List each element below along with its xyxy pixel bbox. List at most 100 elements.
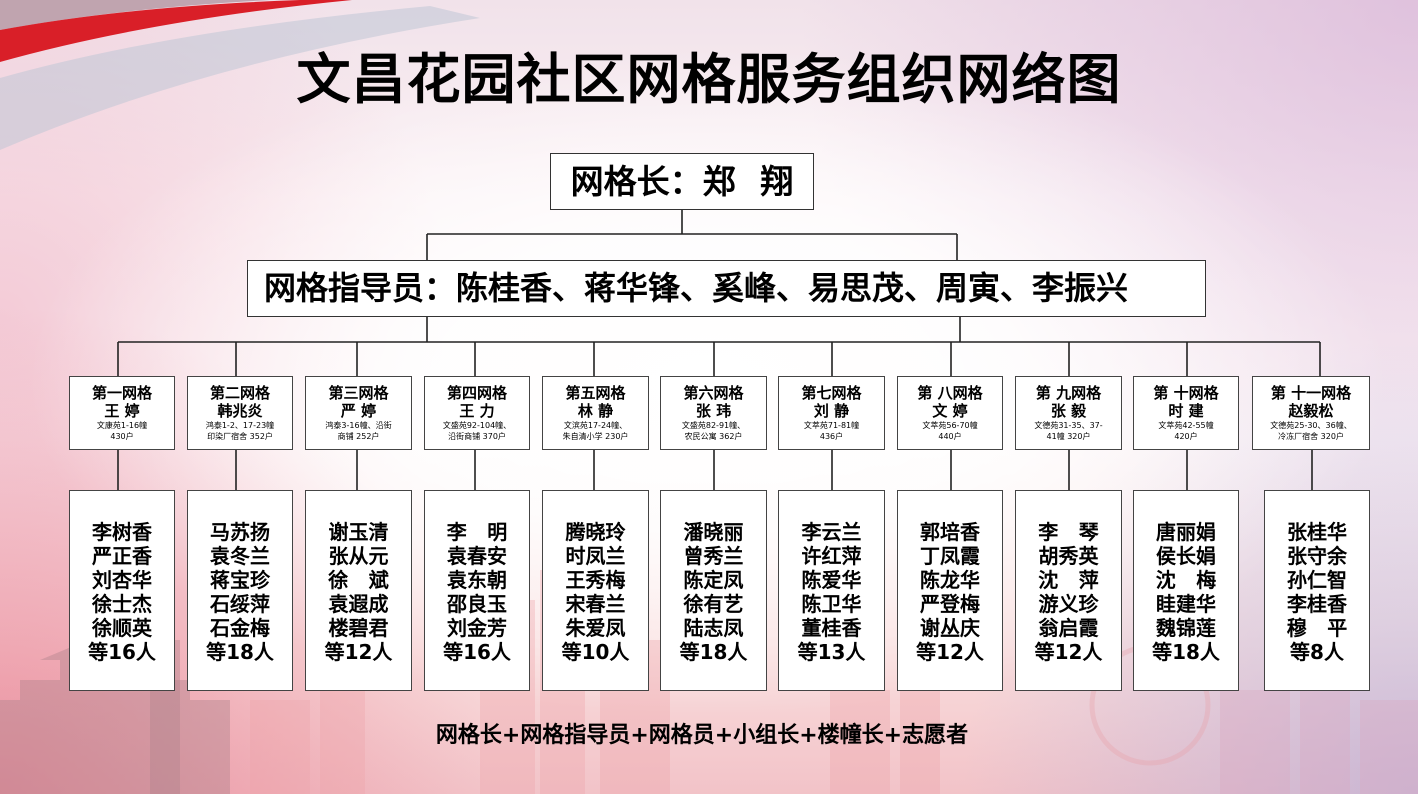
grid-box-6: 第六网格 张 玮 文盛苑82-91幢、 农民公寓 362户 bbox=[660, 376, 767, 450]
member-box-4: 李 明 袁春安 袁东朝 邵良玉 刘金芳 等16人 bbox=[424, 490, 530, 691]
grid-leader: 时 建 bbox=[1168, 402, 1204, 420]
grid-box-9: 第 九网格 张 毅 文德苑31-35、37- 41幢 320户 bbox=[1015, 376, 1122, 450]
member-count: 等12人 bbox=[916, 640, 984, 664]
grid-area-line: 文德苑31-35、37- bbox=[1034, 421, 1103, 430]
member-count: 等16人 bbox=[443, 640, 511, 664]
grid-area-line: 436户 bbox=[819, 432, 844, 441]
grid-area-line: 朱自清小学 230户 bbox=[562, 432, 629, 441]
grid-box-5: 第五网格 林 静 文滨苑17-24幢、 朱自清小学 230户 bbox=[542, 376, 649, 450]
member-name: 严正香 bbox=[92, 544, 152, 568]
grid-box-4: 第四网格 王 力 文盛苑92-104幢、 沿街商铺 370户 bbox=[424, 376, 530, 450]
grid-box-8: 第 八网格 文 婷 文萃苑56-70幢 440户 bbox=[897, 376, 1003, 450]
member-name: 石金梅 bbox=[210, 616, 270, 640]
grid-name: 第五网格 bbox=[565, 384, 626, 402]
grid-area-line: 440户 bbox=[938, 432, 962, 441]
grid-area-line: 文康苑1-16幢 bbox=[96, 421, 148, 430]
member-box-11: 张桂华 张守余 孙仁智 李桂香 穆 平 等8人 bbox=[1264, 490, 1370, 691]
building-silhouette bbox=[1220, 690, 1290, 794]
member-name: 李 明 bbox=[446, 520, 508, 544]
grid-leader: 张 玮 bbox=[695, 402, 732, 420]
member-name: 陆志凤 bbox=[683, 616, 744, 640]
grid-box-2: 第二网格 韩兆炎 鸿泰1-2、17-23幢 印染厂宿舍 352户 bbox=[187, 376, 293, 450]
member-box-2: 马苏扬 袁冬兰 蒋宝珍 石绥萍 石金梅 等18人 bbox=[187, 490, 293, 691]
member-count: 等8人 bbox=[1290, 640, 1344, 664]
member-box-1: 李树香 严正香 刘杏华 徐士杰 徐顺英 等16人 bbox=[69, 490, 175, 691]
member-count: 等13人 bbox=[797, 640, 866, 664]
member-box-3: 谢玉清 张从元 徐 斌 袁遐成 楼碧君 等12人 bbox=[305, 490, 412, 691]
grid-leader: 严 婷 bbox=[340, 402, 377, 420]
grid-instructors-label: 网格指导员： bbox=[264, 269, 457, 307]
member-name: 陈龙华 bbox=[920, 568, 980, 592]
grid-area-line: 鸿泰1-2、17-23幢 bbox=[205, 421, 275, 430]
member-count: 等16人 bbox=[88, 640, 156, 664]
member-name: 李云兰 bbox=[801, 520, 862, 544]
member-name: 袁春安 bbox=[447, 544, 507, 568]
member-name: 张守余 bbox=[1287, 544, 1347, 568]
member-name: 袁东朝 bbox=[447, 568, 507, 592]
building-silhouette bbox=[250, 700, 310, 794]
member-box-8: 郭培香 丁凤霞 陈龙华 严登梅 谢丛庆 等12人 bbox=[897, 490, 1003, 691]
grid-name: 第 十一网格 bbox=[1270, 384, 1352, 402]
grid-instructors-box: 网格指导员：陈桂香、蒋华锋、奚峰、易思茂、周寅、李振兴 bbox=[247, 260, 1206, 317]
member-name: 潘晓丽 bbox=[683, 520, 744, 544]
member-name: 邵良玉 bbox=[447, 592, 507, 616]
grid-name: 第三网格 bbox=[328, 384, 389, 402]
member-name: 丁凤霞 bbox=[920, 544, 980, 568]
grid-box-11: 第 十一网格 赵毅松 文德苑25-30、36幢、 冷冻厂宿舍 320户 bbox=[1252, 376, 1370, 450]
member-name: 徐 斌 bbox=[328, 568, 389, 592]
grid-leader: 刘 静 bbox=[813, 402, 850, 420]
member-name: 侯长娟 bbox=[1156, 544, 1216, 568]
member-box-5: 腾晓玲 时凤兰 王秀梅 宋春兰 朱爱凤 等10人 bbox=[542, 490, 649, 691]
member-name: 宋春兰 bbox=[565, 592, 626, 616]
member-name: 袁冬兰 bbox=[210, 544, 270, 568]
member-name: 董桂香 bbox=[801, 616, 862, 640]
grid-leader: 赵毅松 bbox=[1288, 402, 1334, 420]
grid-leader: 林 静 bbox=[577, 402, 614, 420]
member-name: 陈卫华 bbox=[801, 592, 862, 616]
member-name: 眭建华 bbox=[1156, 592, 1216, 616]
member-name: 游义珍 bbox=[1038, 592, 1099, 616]
member-name: 沈 梅 bbox=[1155, 568, 1217, 592]
member-count: 等12人 bbox=[324, 640, 393, 664]
grid-name: 第七网格 bbox=[801, 384, 862, 402]
member-box-7: 李云兰 许红萍 陈爱华 陈卫华 董桂香 等13人 bbox=[778, 490, 885, 691]
grid-area-line: 41幢 320户 bbox=[1046, 432, 1091, 441]
member-name: 李树香 bbox=[92, 520, 152, 544]
member-name: 陈爱华 bbox=[801, 568, 862, 592]
member-name: 李 琴 bbox=[1038, 520, 1099, 544]
member-name: 严登梅 bbox=[920, 592, 980, 616]
member-name: 谢玉清 bbox=[328, 520, 389, 544]
grid-area-line: 文萃苑42-55幢 bbox=[1158, 421, 1214, 430]
member-name: 郭培香 bbox=[920, 520, 980, 544]
grid-area-line: 沿街商铺 370户 bbox=[448, 432, 506, 441]
grey-ribbon bbox=[0, 6, 480, 150]
member-name: 张从元 bbox=[328, 544, 389, 568]
grid-leader: 张 毅 bbox=[1050, 402, 1087, 420]
member-name: 蒋宝珍 bbox=[210, 568, 270, 592]
gate-silhouette bbox=[0, 635, 230, 794]
grid-name: 第 八网格 bbox=[917, 384, 983, 402]
member-name: 魏锦莲 bbox=[1156, 616, 1216, 640]
member-name: 刘杏华 bbox=[92, 568, 152, 592]
member-box-9: 李 琴 胡秀英 沈 萍 游义珍 翁启霞 等12人 bbox=[1015, 490, 1122, 691]
member-name: 唐丽娟 bbox=[1156, 520, 1216, 544]
member-name: 许红萍 bbox=[801, 544, 862, 568]
member-name: 刘金芳 bbox=[447, 616, 507, 640]
grid-name: 第二网格 bbox=[209, 384, 270, 402]
member-name: 曾秀兰 bbox=[683, 544, 744, 568]
building-silhouette bbox=[1360, 700, 1418, 794]
member-name: 马苏扬 bbox=[210, 520, 270, 544]
member-name: 翁启霞 bbox=[1038, 616, 1099, 640]
member-name: 腾晓玲 bbox=[565, 520, 626, 544]
grid-leader: 韩兆炎 bbox=[217, 402, 263, 420]
grid-area-line: 文萃苑56-70幢 bbox=[922, 421, 978, 430]
grid-box-3: 第三网格 严 婷 鸿泰3-16幢、沿街 商铺 252户 bbox=[305, 376, 412, 450]
grid-area-line: 文盛苑82-91幢、 bbox=[681, 421, 746, 430]
grid-area-line: 420户 bbox=[1174, 432, 1198, 441]
grid-area-line: 农民公寓 362户 bbox=[684, 432, 743, 441]
grid-area-line: 文萃苑71-81幢 bbox=[803, 421, 860, 430]
grid-leader-name: 郑 翔 bbox=[702, 162, 794, 201]
grid-area-line: 商铺 252户 bbox=[337, 432, 380, 441]
